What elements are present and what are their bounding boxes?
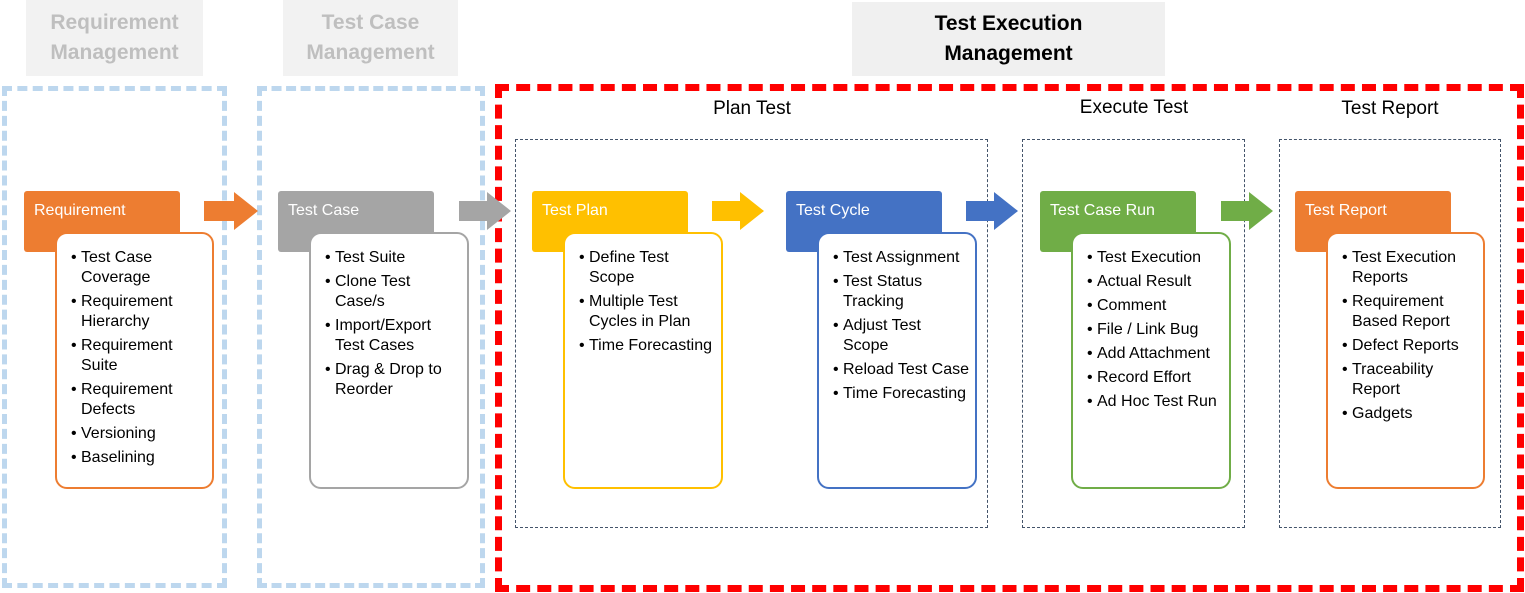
phase-title-execute-test: Execute Test [1079,97,1189,118]
phase-title-plan-test: Plan Test [713,98,791,119]
list-item: Actual Result [1087,272,1223,292]
list-item: Ad Hoc Test Run [1087,392,1223,412]
list-item: Traceability Report [1342,360,1477,400]
list-item: Test Case Coverage [71,248,206,288]
flow-arrow-icon [712,192,764,230]
list-item: Versioning [71,424,206,444]
module-card-test-cycle: Test Assignment Test Status Tracking Adj… [817,232,977,489]
execute-test-box [1022,139,1245,528]
list-item: Gadgets [1342,404,1477,424]
stage-header-requirement-management: Requirement Management [26,0,203,76]
stage-header-test-execution-management: Test Execution Management [852,2,1165,76]
flow-arrow-icon [204,192,258,230]
list-item: Comment [1087,296,1223,316]
test-case-management-region [257,86,485,588]
list-item: Add Attachment [1087,344,1223,364]
list-item: Baselining [71,448,206,468]
test-execution-management-region [495,84,1524,592]
list-item: Define Test Scope [579,248,715,288]
flow-arrow-icon [1221,192,1273,230]
list-item: Adjust Test Scope [833,316,969,356]
flow-arrow-icon [966,192,1018,230]
list-item: Test Execution Reports [1342,248,1477,288]
list-item: Requirement Suite [71,336,206,376]
list-item: Requirement Based Report [1342,292,1477,332]
list-item: Test Assignment [833,248,969,268]
stage-header-test-case-management: Test Case Management [283,0,458,76]
requirement-management-region [2,86,227,588]
list-item: Test Suite [325,248,461,268]
module-card-test-plan: Define Test Scope Multiple Test Cycles i… [563,232,723,489]
flow-arrow-icon [459,192,511,230]
list-item: Defect Reports [1342,336,1477,356]
list-item: Reload Test Case [833,360,969,380]
list-item: Multiple Test Cycles in Plan [579,292,715,332]
list-item: Record Effort [1087,368,1223,388]
list-item: Test Execution [1087,248,1223,268]
list-item: Requirement Hierarchy [71,292,206,332]
test-report-box [1279,139,1501,528]
module-card-test-report: Test Execution Reports Requirement Based… [1326,232,1485,489]
module-card-test-case: Test Suite Clone Test Case/s Import/Expo… [309,232,469,489]
phase-title-test-report: Test Report [1341,98,1439,119]
list-item: Test Status Tracking [833,272,969,312]
list-item: Drag & Drop to Reorder [325,360,461,400]
list-item: Clone Test Case/s [325,272,461,312]
list-item: Requirement Defects [71,380,206,420]
list-item: Import/Export Test Cases [325,316,461,356]
list-item: Time Forecasting [579,336,715,356]
list-item: Time Forecasting [833,384,969,404]
module-card-test-case-run: Test Execution Actual Result Comment Fil… [1071,232,1231,489]
module-card-requirement: Test Case Coverage Requirement Hierarchy… [55,232,214,489]
list-item: File / Link Bug [1087,320,1223,340]
plan-test-box [515,139,988,528]
